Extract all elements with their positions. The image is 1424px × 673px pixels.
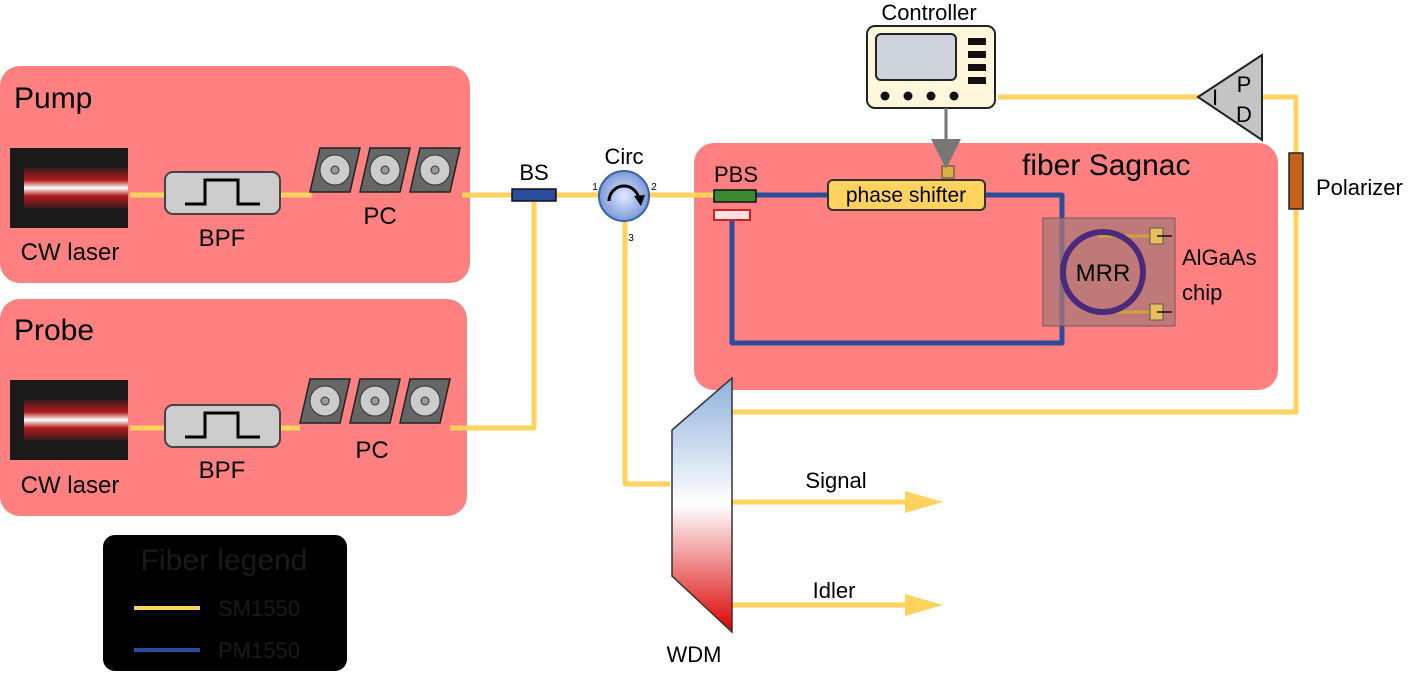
pd-letter-p: P bbox=[1237, 72, 1252, 97]
pbs-element bbox=[713, 189, 757, 203]
wdm-label: WDM bbox=[667, 642, 722, 667]
legend-title: Fiber legend bbox=[141, 544, 308, 577]
probe-bpf bbox=[164, 404, 281, 448]
fiber-legend bbox=[103, 535, 347, 671]
polarizer bbox=[1288, 152, 1304, 210]
circ-port1: 1 bbox=[592, 182, 598, 193]
probe-bpf-label: BPF bbox=[199, 457, 246, 484]
probe-laser bbox=[10, 380, 128, 460]
pump-pc-label: PC bbox=[363, 203, 396, 230]
bs-label: BS bbox=[519, 160, 548, 185]
polarizer-label: Polarizer bbox=[1316, 175, 1403, 200]
phase-shifter-label: phase shifter bbox=[846, 184, 966, 207]
circulator bbox=[598, 170, 650, 222]
idler-label: Idler bbox=[813, 578, 856, 603]
pump-laser bbox=[10, 148, 128, 228]
legend-pm-label: PM1550 bbox=[218, 638, 300, 663]
chip-label-line2: chip bbox=[1182, 280, 1222, 305]
pd-letter-d: D bbox=[1236, 102, 1252, 127]
mrr-label: MRR bbox=[1076, 260, 1131, 287]
phase-shifter-connector bbox=[941, 165, 955, 179]
circ-label: Circ bbox=[604, 144, 643, 169]
pbs-port bbox=[713, 209, 751, 221]
pump-bpf-label: BPF bbox=[199, 225, 246, 252]
signal-arrowhead bbox=[905, 491, 943, 513]
pd-letter-i: I bbox=[1212, 85, 1218, 110]
probe-title: Probe bbox=[14, 314, 94, 347]
sagnac-title: fiber Sagnac bbox=[1022, 149, 1190, 182]
controller-label: Controller bbox=[881, 0, 976, 25]
probe-laser-label: CW laser bbox=[21, 472, 120, 499]
pump-bpf bbox=[164, 171, 281, 215]
legend-sm-label: SM1550 bbox=[218, 596, 300, 621]
circ-port3: 3 bbox=[628, 233, 634, 244]
signal-label: Signal bbox=[805, 468, 866, 493]
photodiode bbox=[1196, 53, 1263, 142]
idler-arrowhead bbox=[905, 594, 943, 616]
mrr-ring bbox=[1060, 229, 1146, 315]
pump-laser-label: CW laser bbox=[21, 239, 120, 266]
probe-pc bbox=[299, 378, 451, 424]
sm-fibers bbox=[130, 94, 1299, 608]
pm-fibers bbox=[729, 192, 1065, 346]
probe-pc-label: PC bbox=[355, 437, 388, 464]
circ-port2: 2 bbox=[651, 182, 657, 193]
pump-pc bbox=[309, 147, 461, 193]
chip-label-line1: AlGaAs bbox=[1182, 245, 1257, 270]
wdm bbox=[671, 376, 733, 634]
pbs-label: PBS bbox=[714, 162, 758, 187]
beam-splitter bbox=[511, 188, 557, 202]
pump-title: Pump bbox=[14, 82, 92, 115]
phase-shifter bbox=[827, 179, 986, 211]
controller bbox=[866, 25, 996, 109]
